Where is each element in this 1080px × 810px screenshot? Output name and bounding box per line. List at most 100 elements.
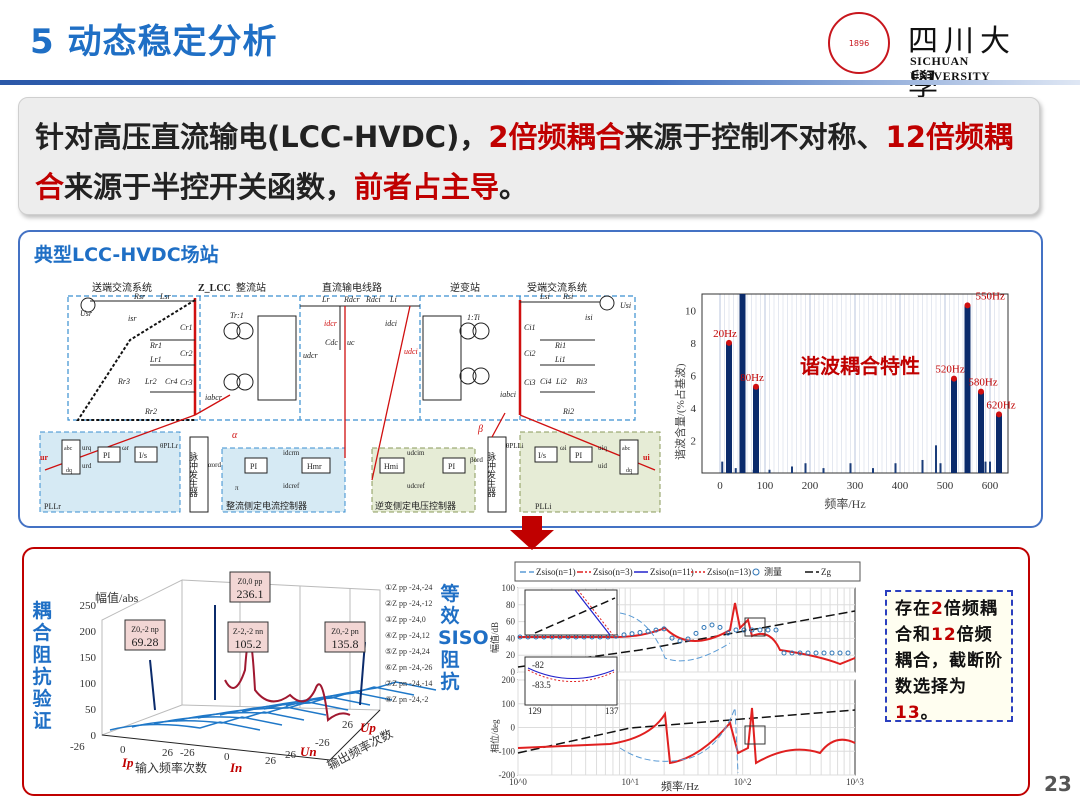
svg-text:Usr: Usr (80, 309, 93, 318)
svg-text:26: 26 (162, 747, 174, 759)
svg-text:π: π (235, 484, 239, 492)
magnitude-tick: 20 (506, 650, 516, 660)
summary-box: 针对高压直流输电(LCC-HVDC)，2倍频耦合来源于控制不对称、12倍频耦合来… (18, 97, 1040, 215)
svg-text:Rsi: Rsi (562, 292, 573, 301)
measurement-point (645, 628, 651, 634)
svg-text:θPLLr: θPLLr (160, 442, 179, 450)
svg-text:脉冲发生器: 脉冲发生器 (188, 451, 198, 497)
svg-text:dq: dq (66, 468, 72, 474)
svg-text:iabci: iabci (500, 390, 516, 399)
callout-box (227, 621, 269, 653)
data-label: 80Hz (740, 372, 764, 384)
magnitude-inset (524, 589, 618, 636)
minor-harmonic-bar (849, 463, 852, 473)
measurement-point (517, 634, 523, 640)
x-tick-label: 100 (757, 480, 774, 492)
svg-text:Tr:1: Tr:1 (230, 311, 244, 320)
minor-harmonic-bar (894, 463, 897, 473)
impedance-ridge-line (153, 711, 305, 725)
impedance-ridge-line (131, 716, 283, 728)
svg-text:Cr1: Cr1 (180, 323, 192, 332)
svg-text:iabcr: iabcr (205, 393, 223, 402)
svg-text:Ci4: Ci4 (540, 377, 552, 386)
main-ridge-line (224, 638, 351, 722)
legend-item: ①Z pp -24,-24 (385, 583, 432, 592)
y-tick-label: 250 (80, 600, 97, 612)
minor-harmonic-bar (734, 468, 737, 473)
x-tick: 10^2 (734, 777, 752, 787)
svg-text:Rr2: Rr2 (144, 407, 157, 416)
measurement-point (741, 627, 747, 633)
lcc-hvdc-circuit-diagram: 送端交流系统 Z_LCC 整流站 直流输电线路 逆变站 受端交流系统 Usr i… (39, 281, 661, 513)
data-label: 580Hz (968, 377, 997, 389)
svg-text:ur: ur (40, 453, 48, 462)
callout-value: 236.1 (237, 587, 264, 601)
y-tick-label: 2 (691, 435, 697, 447)
minor-harmonic-bar (935, 445, 937, 473)
svg-text:Rsr: Rsr (133, 292, 146, 301)
y-tick-label: 50 (85, 704, 97, 716)
svg-text:Lsi: Lsi (539, 292, 550, 301)
svg-text:Un: Un (300, 744, 317, 759)
siso-impedance-label: 等效SISO阻抗 (438, 583, 489, 693)
x-tick: 10^3 (846, 777, 864, 787)
svg-text:udcref: udcref (407, 482, 426, 490)
svg-text:26: 26 (342, 719, 354, 731)
minor-harmonic-bar (768, 469, 771, 473)
y-tick-label: 8 (691, 338, 697, 350)
harmonic-bar (964, 305, 971, 473)
measurement-point (821, 650, 827, 656)
svg-text:Cr2: Cr2 (180, 349, 192, 358)
x-tick-label: 500 (937, 480, 954, 492)
svg-text:Up: Up (360, 720, 376, 735)
svg-text:-26: -26 (315, 737, 330, 749)
svg-text:Rr3: Rr3 (117, 377, 130, 386)
callout-box (324, 621, 366, 653)
measurement-point (621, 632, 627, 638)
measurement-point (653, 627, 659, 633)
svg-text:urd: urd (82, 462, 92, 470)
measurement-point (789, 650, 795, 656)
chart-title: 谐波耦合特性 (800, 354, 920, 378)
y-tick-label: 4 (691, 403, 697, 415)
svg-text:26: 26 (285, 749, 297, 761)
legend-label: 测量 (764, 567, 782, 577)
callout-name: Z0,-2 np (131, 625, 159, 634)
x-tick-label: 200 (802, 480, 819, 492)
svg-text:I/s: I/s (139, 451, 147, 460)
svg-text:Ci2: Ci2 (524, 349, 536, 358)
svg-text:urq: urq (82, 444, 92, 452)
minor-harmonic-bar (921, 459, 924, 473)
svg-text:Rdcr: Rdcr (343, 295, 360, 304)
y-tick-label: 100 (80, 678, 97, 690)
measurement-point (677, 638, 683, 644)
magnitude-axis-label: 幅值/dB (490, 622, 500, 653)
measurement-point (669, 635, 675, 641)
university-logo: 1896 四川大學 SICHUAN UNIVERSITY (828, 12, 1048, 103)
callout-value: 135.8 (332, 637, 359, 651)
x-tick-label: 400 (892, 480, 909, 492)
phase-inset (524, 656, 618, 706)
section-rectifier: 整流站 (236, 281, 266, 294)
svg-text:ωr: ωr (122, 444, 130, 452)
legend-label: Zsiso(n=1) (536, 567, 576, 577)
svg-text:idcref: idcref (283, 482, 300, 490)
svg-text:Rdci: Rdci (365, 295, 381, 304)
magnitude-tick: 80 (506, 600, 516, 610)
svg-text:ui: ui (643, 453, 650, 462)
peak-marker (726, 339, 732, 346)
measurement-point (829, 650, 835, 656)
y-tick-label: 200 (80, 626, 97, 638)
bode-plot: Zsiso(n=1)Zsiso(n=3)Zsiso(n=11)Zsiso(n=1… (490, 561, 864, 793)
y-tick-label: 6 (691, 370, 697, 382)
svg-text:dq: dq (626, 468, 632, 474)
svg-text:Hmr: Hmr (307, 462, 322, 471)
measurement-point (629, 631, 635, 637)
summary-text: 。 (499, 170, 529, 204)
callout-name: Z-2,-2 nn (233, 627, 263, 636)
magnitude-tick: 40 (506, 633, 516, 643)
coupled-impedance-label: 耦合阻抗验证 (32, 600, 52, 732)
svg-text:ωi: ωi (560, 444, 567, 452)
legend-item: ③Z pp -24,0 (385, 615, 426, 624)
